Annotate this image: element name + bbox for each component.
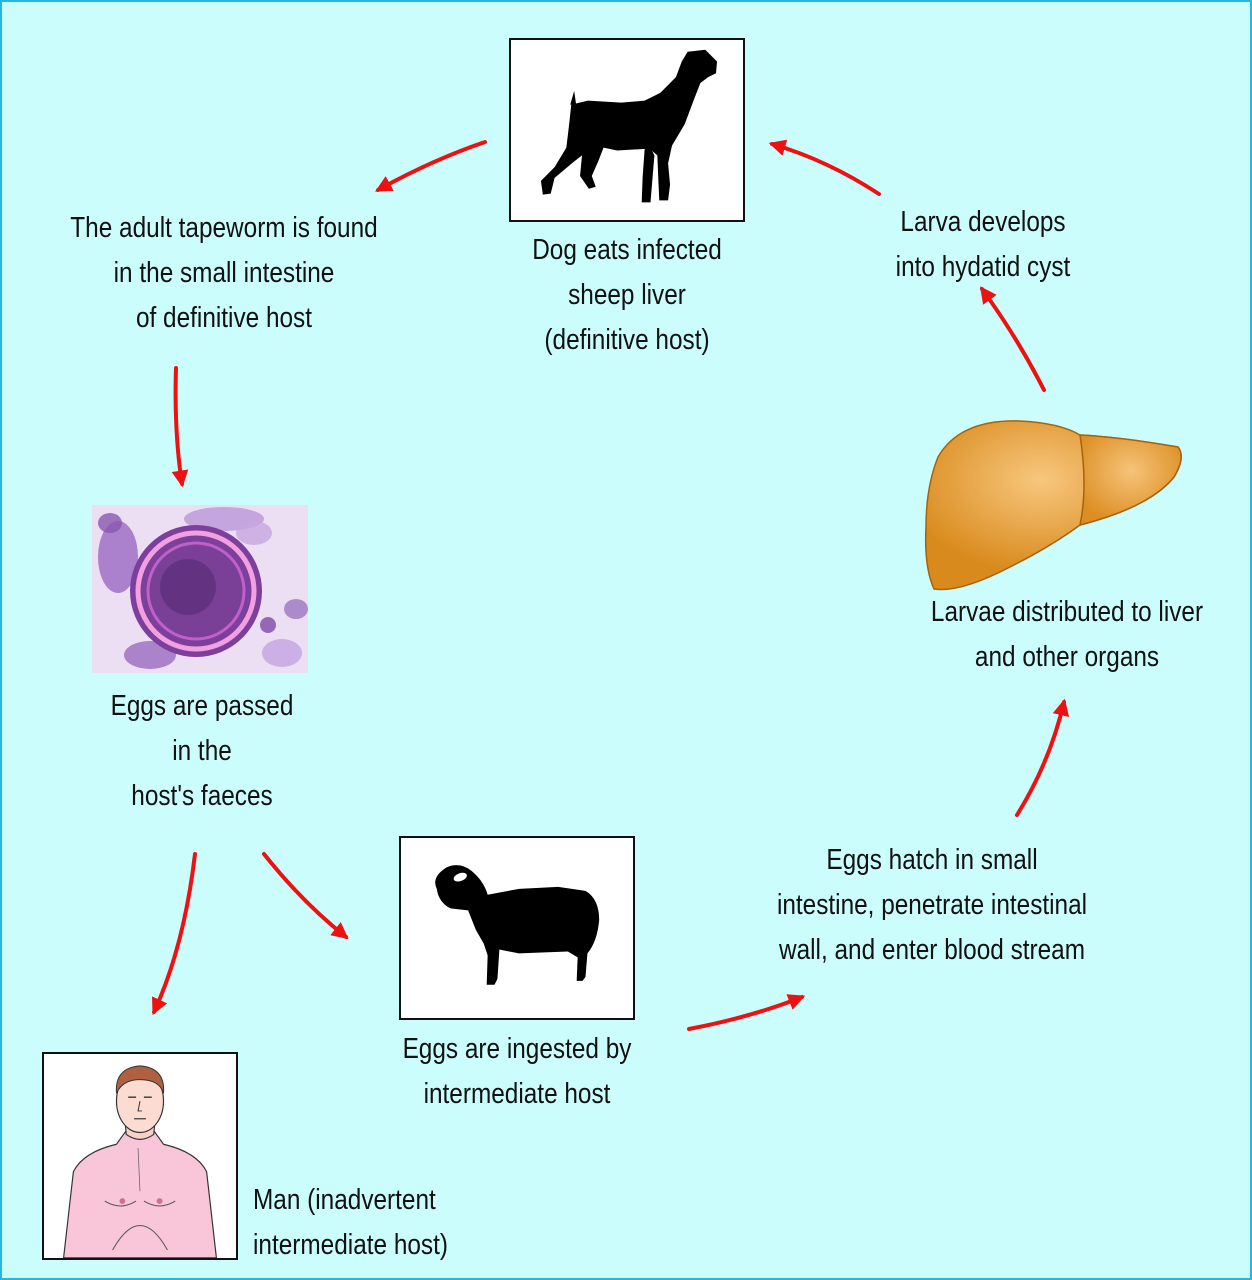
- arrow-liver-to-cyst: [980, 286, 1046, 392]
- label-larva-develops: Larva develops into hydatid cyst: [895, 206, 1071, 283]
- label-man: Man (inadvertent intermediate host): [253, 1184, 448, 1261]
- arrow-sheep-to-hatch: [687, 994, 806, 1031]
- arrow-adult-to-eggs: [171, 366, 189, 488]
- egg-micrograph: [92, 505, 308, 673]
- arrow-dog-to-adult: [375, 140, 487, 192]
- egg-micrograph-icon: [92, 505, 308, 673]
- sheep-silhouette-icon: [435, 865, 600, 985]
- man-torso-icon: [62, 1065, 218, 1258]
- label-eggs-ingested: Eggs are ingested by intermediate host: [402, 1033, 632, 1110]
- arrow-eggs-to-man: [152, 852, 197, 1016]
- arrow-cyst-to-dog: [768, 139, 881, 196]
- man-box: [42, 1052, 238, 1260]
- arrow-hatch-to-liver: [1015, 698, 1070, 817]
- liver-picture: [920, 417, 1186, 595]
- dog-box: [509, 38, 745, 222]
- liver-icon: [924, 420, 1182, 591]
- label-larvae-distributed: Larvae distributed to liver and other or…: [930, 596, 1204, 673]
- dog-silhouette-icon: [540, 49, 717, 203]
- label-dog-eats: Dog eats infected sheep liver (definitiv…: [532, 234, 722, 356]
- label-eggs-passed: Eggs are passed in the host's faeces: [110, 690, 294, 812]
- label-eggs-hatch: Eggs hatch in small intestine, penetrate…: [776, 844, 1088, 966]
- sheep-box: [399, 836, 635, 1020]
- label-adult-tapeworm: The adult tapeworm is found in the small…: [70, 212, 378, 334]
- arrow-eggs-to-sheep: [262, 852, 349, 940]
